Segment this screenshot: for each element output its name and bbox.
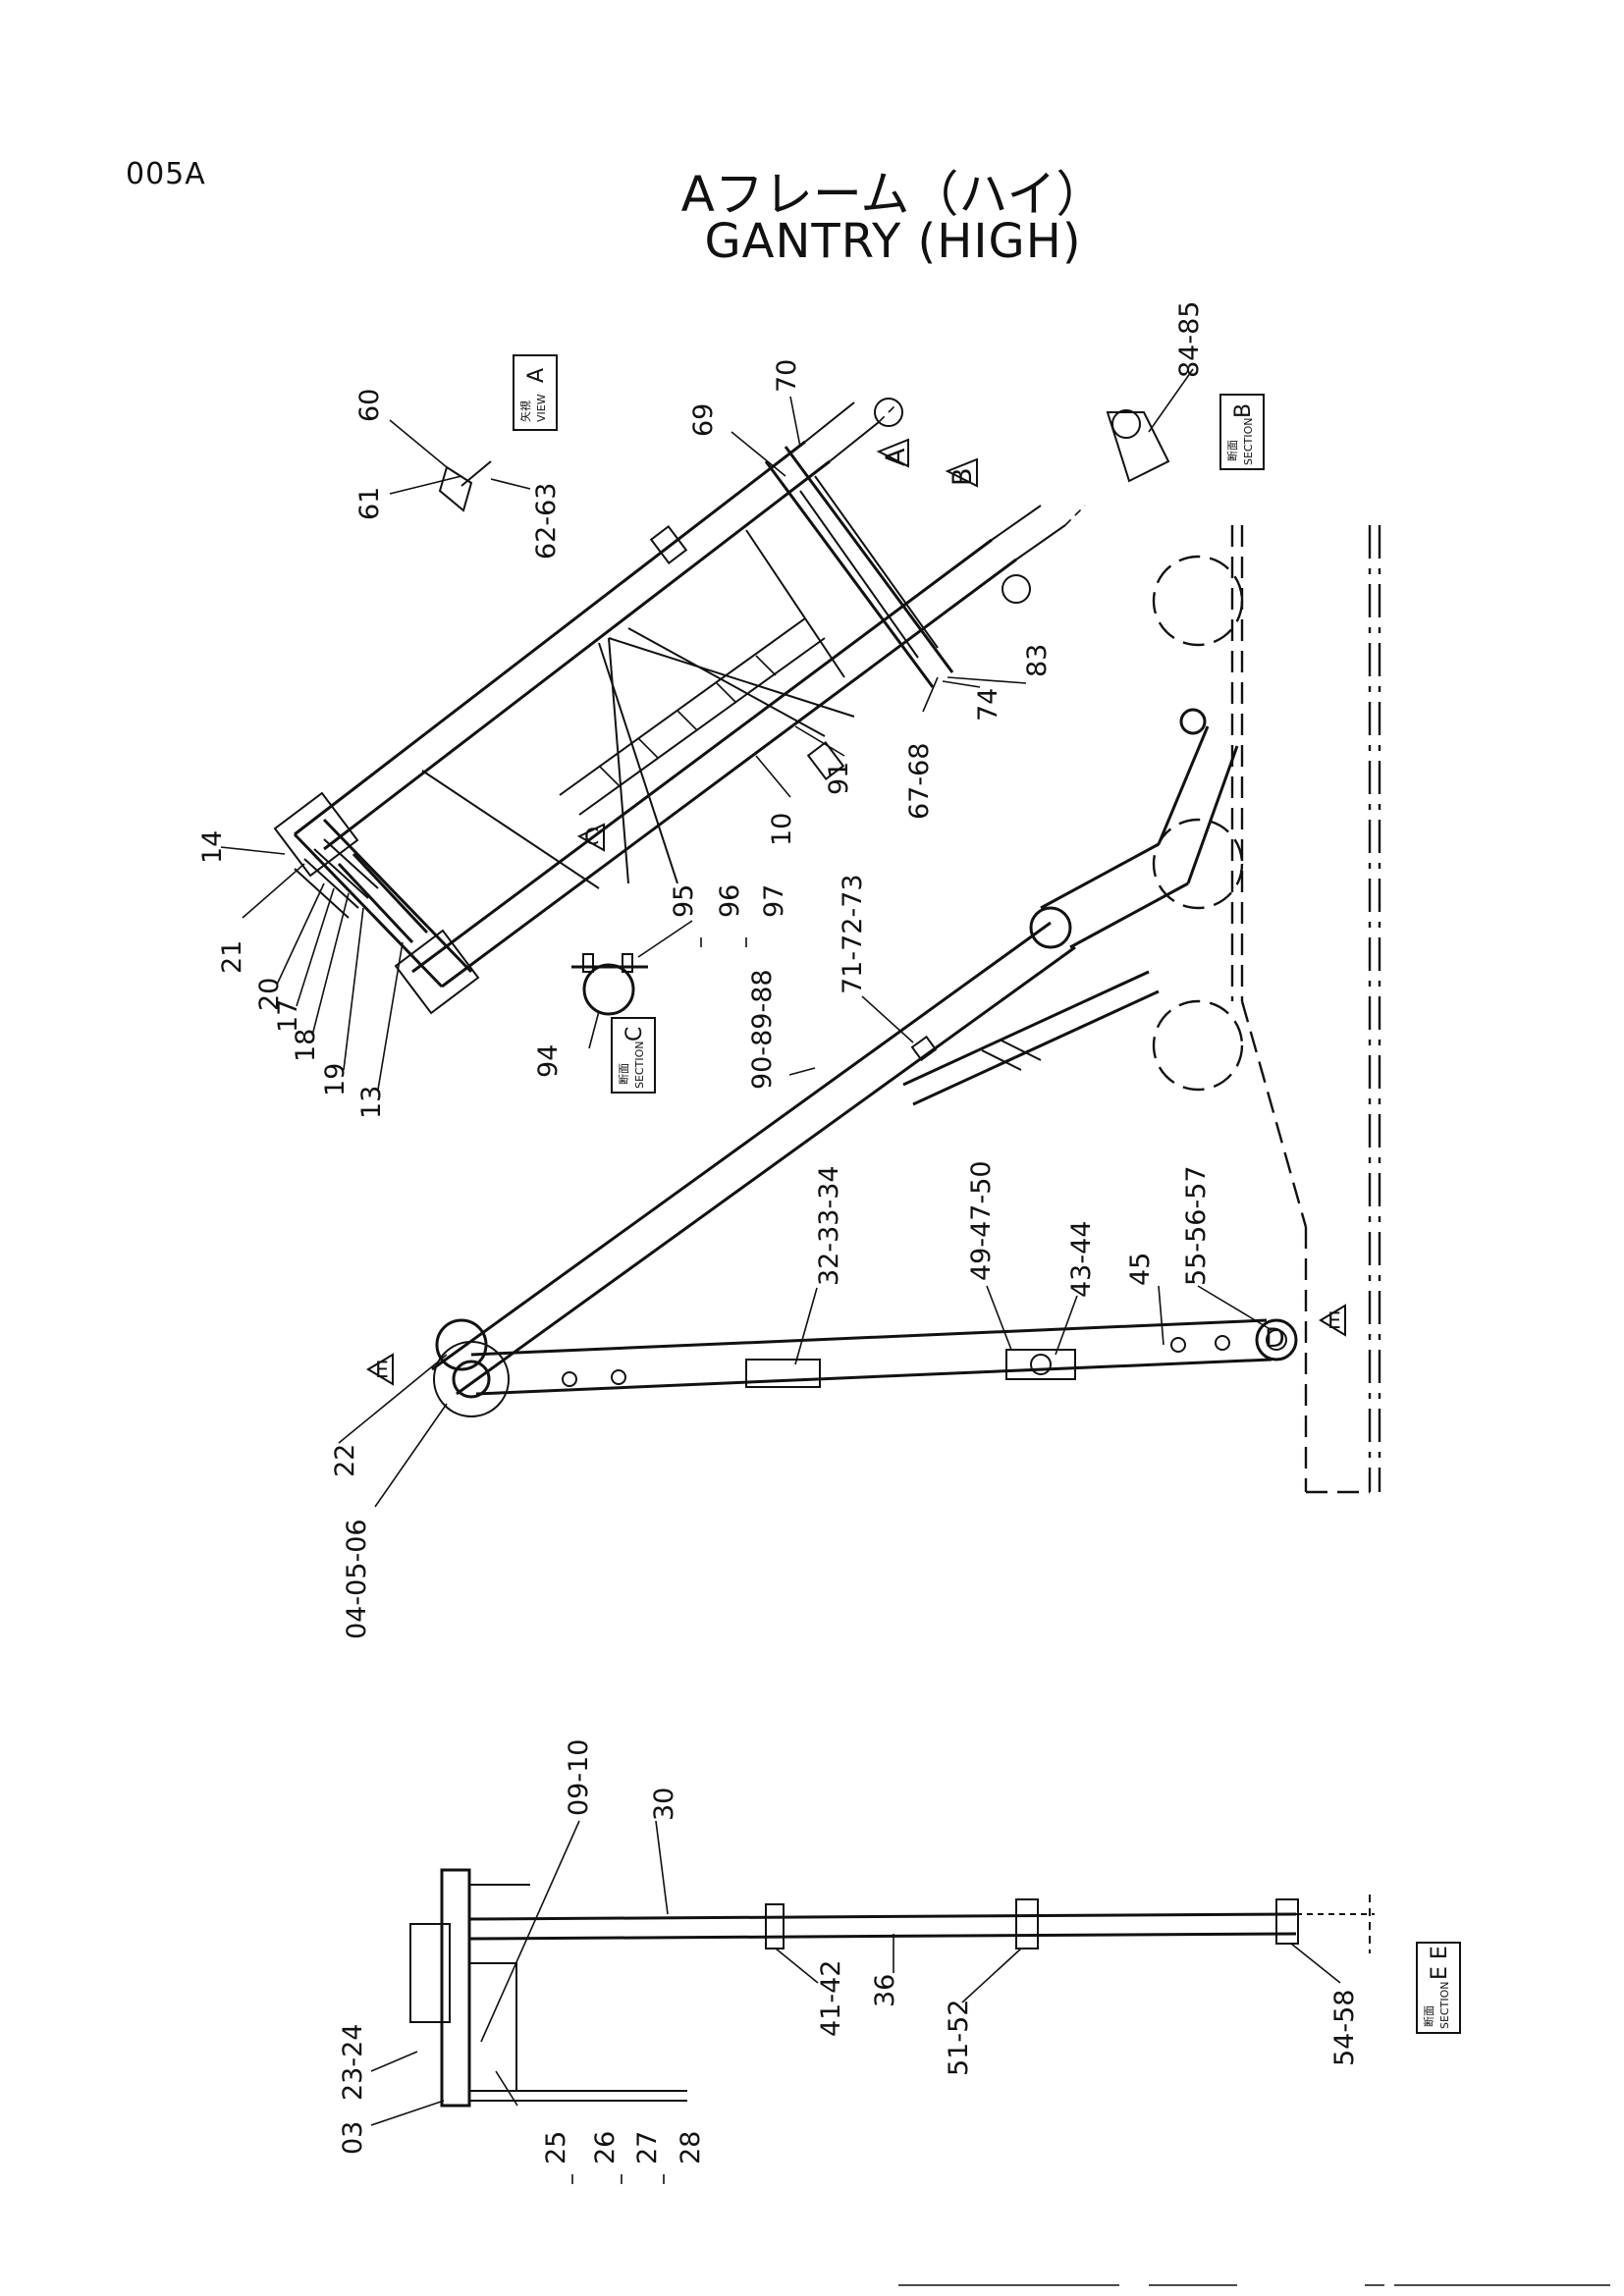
callout-21: 21	[217, 940, 247, 974]
callout-61: 61	[354, 487, 385, 520]
callout-13: 13	[356, 1086, 387, 1119]
callout-83: 83	[1022, 644, 1053, 677]
callout-32-33-34: 32-33-34	[814, 1165, 844, 1286]
svg-text:断面: 断面	[617, 1063, 630, 1085]
callout-30: 30	[649, 1788, 679, 1821]
callout-28: 28	[676, 2131, 706, 2164]
callout-labels: 60 61 62-63 70 69 84-85 83 74 67-68 91 1…	[197, 301, 1360, 2164]
detail-section-b	[1106, 409, 1170, 483]
callout-95: 95	[669, 884, 699, 918]
callout-74: 74	[973, 688, 1003, 721]
callout-18: 18	[291, 1029, 321, 1062]
callout-23-24: 23-24	[338, 2024, 368, 2101]
callout-03: 03	[338, 2121, 368, 2155]
section-tag-c: 断面 SECTION C	[611, 1017, 656, 1094]
callout-41-42: 41-42	[816, 1960, 846, 2037]
svg-text:E E: E E	[1428, 1946, 1452, 1980]
svg-text:C: C	[584, 826, 599, 850]
arrow-marker-e-left: E	[366, 1353, 394, 1386]
svg-text:E: E	[1327, 1309, 1341, 1334]
callout-36: 36	[870, 1974, 900, 2007]
svg-text:SECTION: SECTION	[633, 1041, 646, 1089]
callout-09-10: 09-10	[564, 1739, 594, 1816]
svg-text:A: A	[524, 368, 549, 383]
svg-text:B: B	[1231, 403, 1256, 418]
callout-43-44: 43-44	[1066, 1221, 1097, 1298]
callout-49-47-50: 49-47-50	[966, 1160, 997, 1281]
leader-lines	[220, 368, 1341, 2126]
section-ee-drawing	[409, 1868, 1375, 2108]
callout-67-68: 67-68	[904, 743, 935, 820]
svg-text:C: C	[623, 1027, 647, 1041]
callout-04-05-06: 04-05-06	[342, 1519, 372, 1639]
page-code: 005A	[126, 157, 206, 191]
stack-separators	[571, 937, 747, 2184]
svg-text:断面: 断面	[1422, 2005, 1435, 2027]
callout-10: 10	[767, 813, 797, 846]
detail-view-a	[438, 460, 492, 512]
svg-text:B: B	[947, 467, 978, 486]
callout-25: 25	[541, 2131, 571, 2164]
view-tag-a: 矢視 VIEW A	[513, 354, 558, 431]
arrow-marker-d: D	[1265, 1323, 1285, 1354]
svg-text:矢視: 矢視	[518, 400, 532, 422]
detail-section-c	[571, 953, 648, 1016]
section-tag-b: 断面 SECTION B	[1219, 394, 1265, 470]
callout-55-56-57: 55-56-57	[1181, 1165, 1212, 1286]
svg-text:A: A	[881, 448, 911, 466]
title-english: GANTRY (HIGH)	[704, 214, 1082, 269]
callout-26: 26	[590, 2131, 621, 2164]
title-japanese: Aフレーム（ハイ）	[680, 166, 1106, 223]
callout-54-58: 54-58	[1329, 1990, 1360, 2066]
callout-69: 69	[688, 403, 719, 437]
callout-96: 96	[715, 884, 745, 918]
svg-text:SECTION: SECTION	[1438, 1982, 1451, 2029]
arrow-marker-b: B	[945, 457, 978, 488]
callout-97: 97	[759, 884, 789, 918]
callout-94: 94	[533, 1044, 564, 1078]
callout-14: 14	[197, 830, 228, 864]
section-tag-ee: 断面 SECTION E E	[1416, 1942, 1461, 2034]
phantom-crane-body	[1152, 525, 1381, 1494]
callout-62-63: 62-63	[531, 483, 562, 560]
arrow-marker-e-right: E	[1319, 1304, 1346, 1337]
callout-90-89-88: 90-89-88	[747, 969, 778, 1090]
gantry-main-assembly	[273, 398, 1086, 1015]
arrow-marker-c: C	[576, 823, 605, 852]
callout-27: 27	[632, 2131, 663, 2164]
svg-text:E: E	[375, 1359, 389, 1383]
arrow-marker-a: A	[876, 438, 911, 468]
callout-91: 91	[824, 762, 854, 795]
svg-text:SECTION: SECTION	[1242, 418, 1255, 465]
callout-45: 45	[1125, 1253, 1156, 1286]
callout-60: 60	[354, 389, 385, 422]
callout-22: 22	[330, 1444, 360, 1477]
callout-71-72-73: 71-72-73	[838, 874, 868, 994]
svg-text:断面: 断面	[1225, 440, 1239, 461]
callout-70: 70	[772, 359, 802, 393]
callout-19: 19	[320, 1063, 351, 1096]
callout-20: 20	[254, 978, 285, 1011]
callout-17: 17	[273, 999, 303, 1033]
svg-text:D: D	[1265, 1323, 1285, 1354]
callout-51-52: 51-52	[944, 2000, 974, 2076]
gantry-lower-strut	[431, 708, 1298, 1417]
callout-84-85: 84-85	[1174, 301, 1205, 378]
svg-text:VIEW: VIEW	[535, 394, 548, 422]
